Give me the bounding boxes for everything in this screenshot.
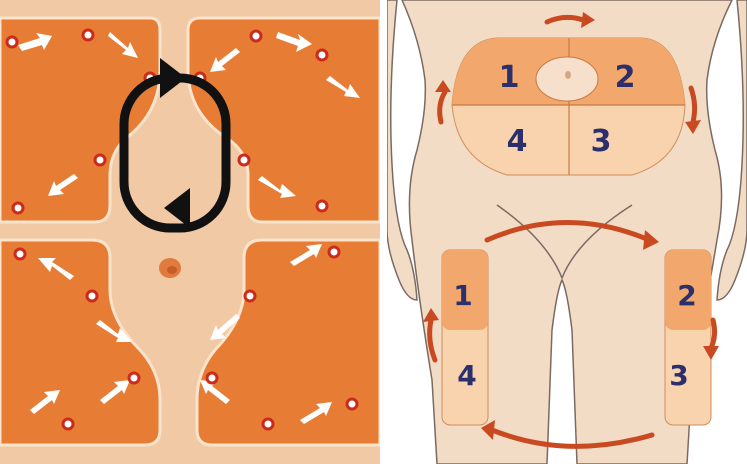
injection-dot-icon — [317, 201, 327, 211]
right-arm — [717, 0, 747, 300]
abdomen-quadrant-label: 1 — [499, 60, 520, 95]
abdomen-closeup-panel — [0, 0, 380, 464]
body-zones-panel: 1 2 3 4 1 4 2 3 — [387, 0, 747, 464]
injection-dot-icon — [347, 399, 357, 409]
injection-dot-icon — [129, 373, 139, 383]
left-thigh-zone-label: 4 — [457, 359, 476, 392]
injection-dot-icon — [239, 155, 249, 165]
navel-area — [536, 57, 598, 101]
injection-dot-icon — [245, 291, 255, 301]
injection-dot-icon — [317, 50, 327, 60]
arrow-icon — [711, 320, 715, 348]
injection-dot-icon — [95, 155, 105, 165]
injection-dot-icon — [83, 30, 93, 40]
injection-dot-icon — [263, 419, 273, 429]
injection-dot-icon — [63, 419, 73, 429]
right-thigh-zone-label: 2 — [677, 279, 696, 312]
injection-dot-icon — [329, 247, 339, 257]
injection-dot-icon — [15, 249, 25, 259]
injection-dot-icon — [207, 373, 217, 383]
injection-dot-icon — [87, 291, 97, 301]
injection-dot-icon — [251, 31, 261, 41]
left-arm — [387, 0, 417, 300]
left-thigh-zone-label: 1 — [453, 279, 472, 312]
abdomen-quadrant-label: 4 — [507, 124, 528, 159]
body-zones-drawing: 1 2 3 4 1 4 2 3 — [387, 0, 747, 464]
injection-dot-icon — [13, 203, 23, 213]
abdomen-closeup-drawing — [0, 0, 380, 464]
abdomen-quadrant-label: 3 — [591, 124, 612, 159]
injection-dot-icon — [7, 37, 17, 47]
abdomen-quadrant-label: 2 — [615, 60, 636, 95]
right-thigh-zone-label: 3 — [669, 359, 688, 392]
